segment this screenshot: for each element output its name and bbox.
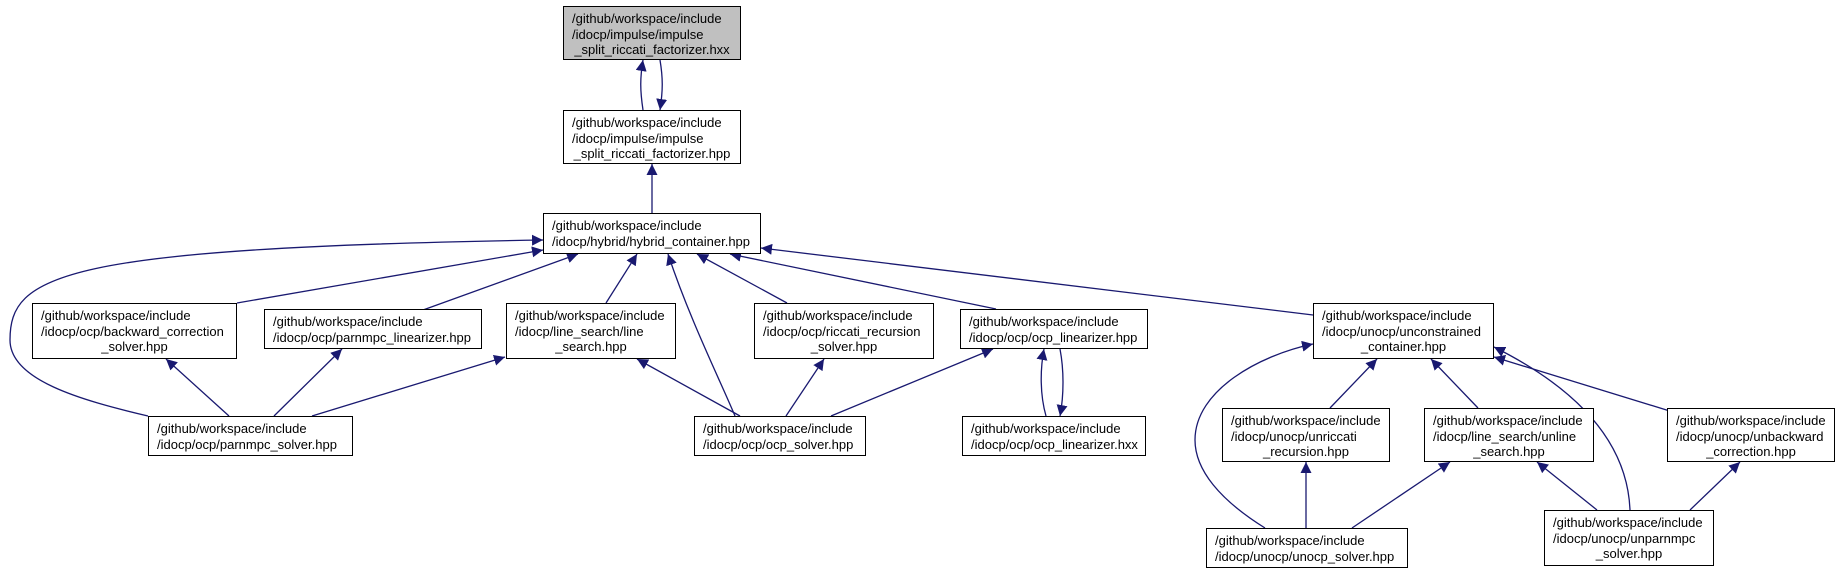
node-backward-correction-solver-hpp[interactable]: /github/workspace/include /idocp/ocp/bac… — [32, 303, 237, 359]
node-line: /github/workspace/include — [157, 421, 307, 436]
node-line: /github/workspace/include — [41, 308, 191, 323]
edge-unsolv-to-unline — [1351, 461, 1451, 529]
node-unbackward-correction-hpp[interactable]: /github/workspace/include /idocp/unocp/u… — [1667, 408, 1835, 462]
node-line: /github/workspace/include — [1553, 515, 1703, 530]
node-line: _solver.hpp — [810, 339, 878, 354]
node-line: /idocp/impulse/impulse — [572, 26, 704, 42]
edge-ocpsolv-to-lsearch — [636, 358, 741, 417]
node-line-search-hpp[interactable]: /github/workspace/include /idocp/line_se… — [506, 303, 676, 359]
node-line: /github/workspace/include — [1433, 413, 1583, 428]
edge-ocpsolv-to-riccrec — [785, 358, 825, 417]
node-unriccati-recursion-hpp[interactable]: /github/workspace/include /idocp/unocp/u… — [1222, 408, 1390, 462]
edge-unsolv-to-uncont — [1194, 340, 1314, 529]
node-line: /idocp/ocp/riccati_recursion — [763, 323, 921, 339]
node-line: /github/workspace/include — [969, 314, 1119, 329]
node-line: _correction.hpp — [1706, 444, 1796, 459]
node-line: /idocp/hybrid/hybrid_container.hpp — [552, 233, 751, 249]
edge-unparn-to-uncont — [1493, 346, 1631, 511]
node-ocp-solver-hpp[interactable]: /github/workspace/include /idocp/ocp/ocp… — [694, 416, 866, 456]
node-line: _split_riccati_factorizer.hxx — [574, 42, 730, 57]
node-line: /idocp/unocp/unconstrained — [1322, 323, 1482, 339]
node-parnmpc-solver-hpp[interactable]: /github/workspace/include /idocp/ocp/par… — [148, 416, 353, 456]
edge-parlin-to-hybrid — [422, 252, 579, 311]
node-line: _search.hpp — [555, 339, 627, 354]
edge-backward-to-hybrid — [236, 246, 544, 304]
node-unconstrained-container-hpp[interactable]: /github/workspace/include /idocp/unocp/u… — [1313, 303, 1494, 359]
node-line: /github/workspace/include — [1231, 413, 1381, 428]
node-line: /idocp/unocp/unbackward — [1676, 428, 1824, 444]
node-impulse-split-riccati-factorizer-hxx[interactable]: /github/workspace/include /idocp/impulse… — [563, 6, 741, 60]
node-line: /github/workspace/include — [703, 421, 853, 436]
edge-ocplinx-to-ocplin — [1036, 348, 1048, 417]
node-line: /idocp/impulse/impulse — [572, 130, 704, 146]
node-line: _split_riccati_factorizer.hpp — [573, 146, 731, 161]
node-line: /idocp/ocp/backward_correction — [41, 323, 224, 339]
node-line: _search.hpp — [1473, 444, 1545, 459]
node-line: /github/workspace/include — [572, 115, 722, 130]
node-impulse-split-riccati-factorizer-hpp[interactable]: /github/workspace/include /idocp/impulse… — [563, 110, 741, 164]
edge-uncont-to-hybrid — [760, 243, 1314, 316]
node-ocp-linearizer-hxx[interactable]: /github/workspace/include /idocp/ocp/ocp… — [962, 416, 1146, 456]
node-line: _solver.hpp — [101, 339, 168, 354]
node-line: /idocp/line_search/unline — [1433, 428, 1577, 444]
node-line: _recursion.hpp — [1263, 444, 1349, 459]
edge-parsolv-to-lsearch — [311, 354, 506, 417]
edge-isrf-to-root — [635, 59, 647, 111]
node-hybrid-container-hpp[interactable]: /github/workspace/include /idocp/hybrid/… — [543, 213, 761, 254]
node-line: /github/workspace/include — [515, 308, 665, 323]
node-line: /github/workspace/include — [1322, 308, 1472, 323]
edge-parsolv-to-backward — [165, 358, 230, 417]
edge-unline-to-uncont — [1430, 358, 1479, 409]
edge-parsolv-to-parlin — [273, 348, 343, 417]
node-unocp-solver-hpp[interactable]: /github/workspace/include /idocp/unocp/u… — [1206, 528, 1408, 568]
edge-parsolv-to-hybrid — [9, 234, 544, 417]
node-line: /github/workspace/include — [971, 421, 1121, 436]
node-line: /idocp/ocp/parnmpc_linearizer.hpp — [273, 329, 472, 345]
node-line: /idocp/unocp/unocp_solver.hpp — [1215, 548, 1395, 564]
node-line: /idocp/ocp/ocp_linearizer.hpp — [969, 329, 1138, 345]
edge-ocplin-to-ocplinx — [1056, 348, 1068, 417]
node-line: /idocp/unocp/unriccati — [1231, 428, 1357, 444]
edge-unparn-to-unback — [1689, 461, 1741, 511]
node-line: /github/workspace/include — [572, 11, 722, 26]
node-line: /idocp/ocp/parnmpc_solver.hpp — [157, 436, 337, 452]
edge-ocplin-to-hybrid — [729, 250, 997, 310]
node-line: /github/workspace/include — [763, 308, 913, 323]
edge-ocpsolv-to-hybrid — [666, 253, 736, 417]
node-line: /github/workspace/include — [1676, 413, 1826, 428]
node-riccati-recursion-solver-hpp[interactable]: /github/workspace/include /idocp/ocp/ric… — [754, 303, 934, 359]
edge-unricc-to-uncont — [1329, 358, 1378, 409]
node-unline-search-hpp[interactable]: /github/workspace/include /idocp/line_se… — [1424, 408, 1594, 462]
edge-unback-to-uncont — [1493, 354, 1674, 413]
node-line: /idocp/ocp/ocp_linearizer.hxx — [971, 436, 1138, 452]
node-line: /github/workspace/include — [273, 314, 423, 329]
node-line: /idocp/ocp/ocp_solver.hpp — [703, 436, 854, 452]
node-line: /github/workspace/include — [1215, 533, 1365, 548]
node-line: /idocp/unocp/unparnmpc — [1553, 530, 1696, 546]
node-line: /idocp/line_search/line — [515, 323, 644, 339]
node-parnmpc-linearizer-hpp[interactable]: /github/workspace/include /idocp/ocp/par… — [264, 309, 482, 349]
edge-riccrec-to-hybrid — [696, 253, 788, 304]
node-line: _solver.hpp — [1595, 546, 1663, 561]
node-ocp-linearizer-hpp[interactable]: /github/workspace/include /idocp/ocp/ocp… — [960, 309, 1148, 349]
edge-lsearch-to-hybrid — [605, 253, 638, 304]
edge-root-to-isrf — [656, 59, 668, 111]
node-unparnmpc-solver-hpp[interactable]: /github/workspace/include /idocp/unocp/u… — [1544, 510, 1714, 566]
node-line: /github/workspace/include — [552, 218, 702, 233]
edge-ocpsolv-to-ocplin — [830, 348, 994, 417]
edge-unparn-to-unline — [1536, 461, 1598, 511]
node-line: _container.hpp — [1360, 339, 1447, 354]
